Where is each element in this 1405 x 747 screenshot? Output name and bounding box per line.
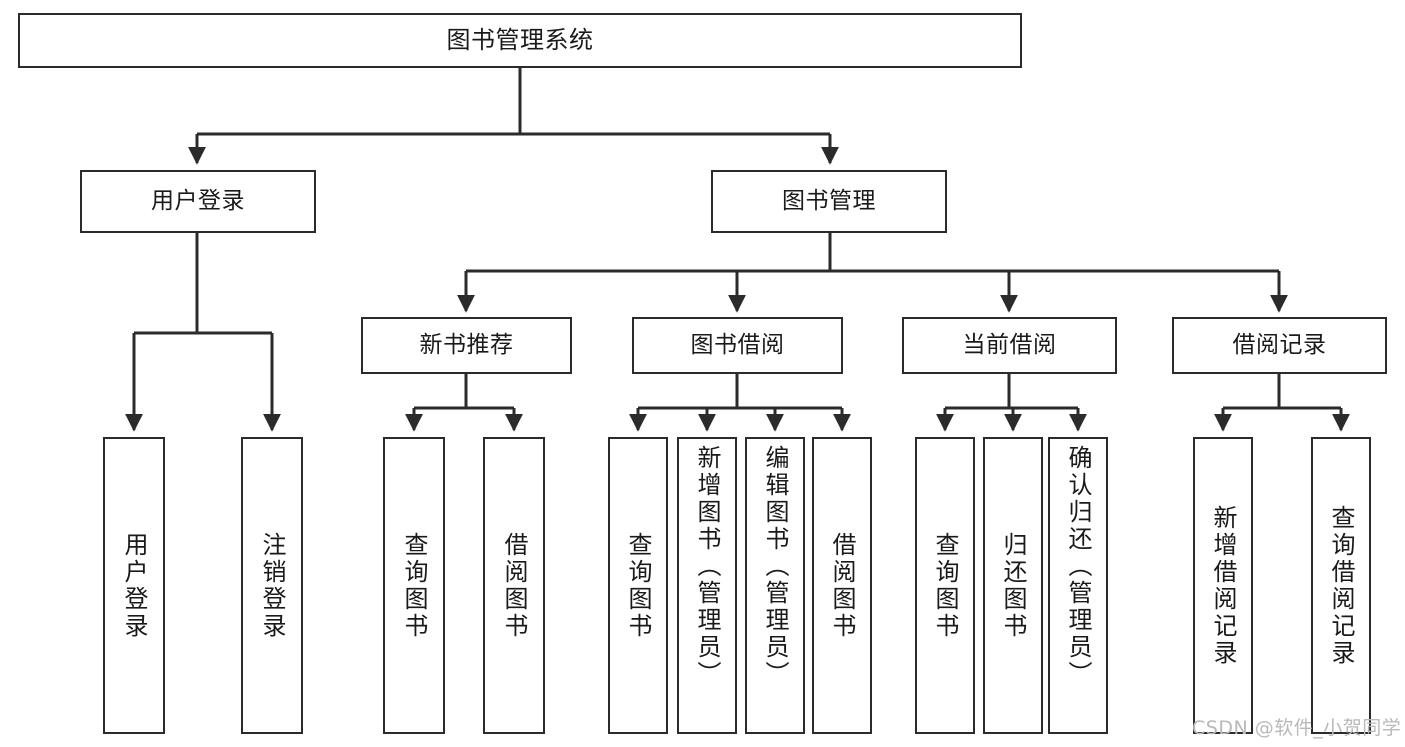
leaf-borrow-add-book-admin[interactable]: 新增图书（管理员）: [677, 437, 737, 734]
node-label: 查询图书: [624, 531, 652, 640]
node-root-book-management-system[interactable]: 图书管理系统: [18, 13, 1022, 68]
node-label: 编辑图书（管理员）: [761, 445, 789, 688]
leaf-user-login-login[interactable]: 用户登录: [103, 437, 165, 734]
leaf-newbook-borrow-book[interactable]: 借阅图书: [483, 437, 545, 734]
node-label: 新书推荐: [419, 331, 514, 358]
node-label: 图书管理系统: [446, 26, 594, 55]
node-new-book-recommend[interactable]: 新书推荐: [361, 317, 572, 374]
node-label: 归还图书: [999, 531, 1027, 640]
node-label: 借阅图书: [500, 531, 528, 640]
node-label: 查询图书: [400, 531, 428, 640]
node-borrow-record[interactable]: 借阅记录: [1172, 317, 1387, 374]
leaf-user-login-logout[interactable]: 注销登录: [241, 437, 303, 734]
node-label: 借阅图书: [828, 531, 856, 640]
csdn-watermark: CSDN @软件_小贺同学: [1192, 717, 1402, 739]
leaf-current-return-book[interactable]: 归还图书: [983, 437, 1043, 734]
leaf-current-confirm-return-admin[interactable]: 确认归还（管理员）: [1048, 437, 1108, 734]
leaf-current-query-book[interactable]: 查询图书: [915, 437, 975, 734]
node-label: 借阅记录: [1232, 331, 1327, 358]
node-label: 查询借阅记录: [1327, 504, 1355, 667]
node-label: 新增图书（管理员）: [693, 445, 721, 688]
node-current-borrow[interactable]: 当前借阅: [902, 317, 1117, 374]
node-label: 图书借阅: [690, 331, 785, 358]
node-label: 确认归还（管理员）: [1064, 445, 1092, 688]
node-label: 注销登录: [258, 531, 286, 640]
node-label: 当前借阅: [962, 331, 1057, 358]
leaf-borrow-edit-book-admin[interactable]: 编辑图书（管理员）: [745, 437, 805, 734]
node-label: 用户登录: [151, 187, 245, 214]
node-label: 用户登录: [120, 531, 148, 640]
leaf-record-query-borrow-record[interactable]: 查询借阅记录: [1311, 437, 1371, 734]
node-label: 新增借阅记录: [1209, 504, 1237, 667]
leaf-record-add-borrow-record[interactable]: 新增借阅记录: [1193, 437, 1253, 734]
node-book-management[interactable]: 图书管理: [711, 170, 947, 233]
leaf-newbook-query-book[interactable]: 查询图书: [383, 437, 445, 734]
node-book-borrow[interactable]: 图书借阅: [632, 317, 843, 374]
node-label: 图书管理: [782, 187, 876, 214]
leaf-borrow-query-book[interactable]: 查询图书: [608, 437, 668, 734]
node-user-login[interactable]: 用户登录: [80, 170, 316, 233]
node-label: 查询图书: [931, 531, 959, 640]
leaf-borrow-borrow-book[interactable]: 借阅图书: [812, 437, 872, 734]
